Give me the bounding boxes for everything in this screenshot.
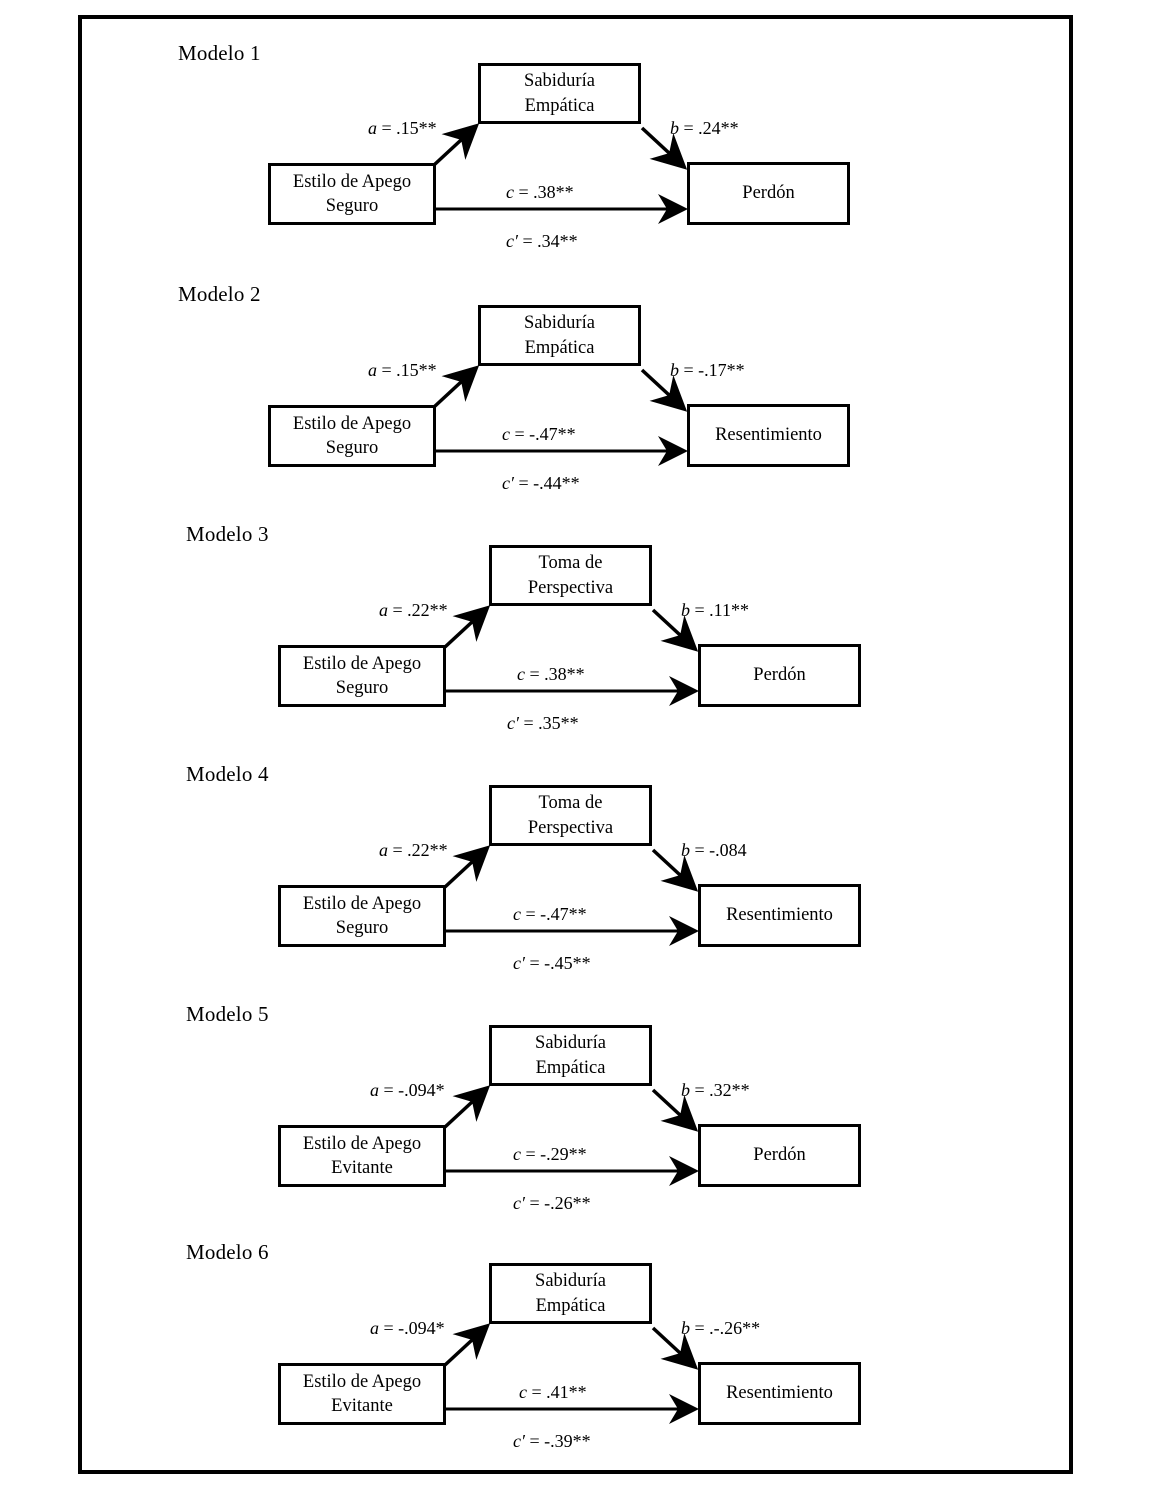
model-title: Modelo 1	[178, 41, 261, 65]
outcome-line1: Perdón	[753, 665, 806, 686]
node-predictor: Estilo de Apego Evitante	[278, 1363, 446, 1425]
model-title: Modelo 6	[186, 1240, 269, 1264]
predictor-line1: Estilo de Apego	[302, 1371, 422, 1392]
mediator-line2: Empática	[524, 337, 595, 358]
mediator-line2: Empática	[535, 1295, 606, 1316]
predictor-line2: Evitante	[331, 1158, 393, 1178]
model-block-2: Modelo 2 Estilo de Apego Seguro Sabidurí…	[82, 259, 1077, 499]
node-predictor: Estilo de Apego Seguro	[278, 885, 446, 947]
mediator-line1: Sabiduría	[524, 71, 595, 92]
predictor-line2: Seguro	[325, 196, 379, 216]
outcome-line1: Perdón	[753, 1145, 806, 1166]
predictor-line2: Evitante	[331, 1396, 393, 1416]
node-mediator: Sabiduría Empática	[478, 305, 641, 366]
node-outcome: Resentimiento	[687, 404, 850, 467]
node-predictor: Estilo de Apego Evitante	[278, 1125, 446, 1187]
path-label-b: b = .32**	[681, 1080, 750, 1100]
model-block-1: Modelo 1 Estilo de Apego Seguro	[82, 19, 1077, 259]
path-arrows	[432, 123, 688, 224]
node-outcome: Perdón	[687, 162, 850, 225]
node-outcome: Resentimiento	[698, 1362, 861, 1425]
node-mediator: Toma de Perspectiva	[489, 545, 652, 606]
model-title: Modelo 5	[186, 1002, 269, 1026]
predictor-line1: Estilo de Apego	[302, 653, 422, 674]
node-predictor: Estilo de Apego Seguro	[278, 645, 446, 707]
predictor-line1: Estilo de Apego	[292, 413, 412, 434]
predictor-line2: Seguro	[335, 918, 389, 938]
mediator-line1: Sabiduría	[535, 1271, 606, 1292]
model-block-3: Modelo 3 Estilo de Apego Seguro Toma de …	[82, 497, 1077, 737]
path-label-cprime: c′ = .34**	[506, 231, 578, 251]
mediator-line1: Toma de	[538, 793, 603, 814]
predictor-line1: Estilo de Apego	[302, 893, 422, 914]
path-label-cprime: c′ = -.39**	[513, 1431, 591, 1451]
node-outcome: Perdón	[698, 1124, 861, 1187]
path-label-a: a = -.094*	[370, 1318, 445, 1338]
path-label-cprime: c′ = -.44**	[502, 473, 580, 493]
model-title: Modelo 3	[186, 522, 269, 546]
predictor-line2: Seguro	[325, 438, 379, 458]
mediator-line1: Sabiduría	[535, 1033, 606, 1054]
figure-frame: Modelo 1 Estilo de Apego Seguro	[78, 15, 1073, 1474]
model-title: Modelo 2	[178, 282, 261, 306]
predictor-line1: Estilo de Apego	[292, 171, 412, 192]
node-mediator: Toma de Perspectiva	[489, 785, 652, 846]
path-label-c: c = .41**	[519, 1382, 587, 1402]
path-label-a: a = .15**	[368, 118, 437, 138]
path-label-c: c = .38**	[506, 182, 574, 202]
node-outcome: Resentimiento	[698, 884, 861, 947]
outcome-line1: Resentimiento	[715, 425, 822, 446]
mediator-line2: Perspectiva	[527, 817, 614, 838]
node-predictor: Estilo de Apego Seguro	[268, 163, 436, 225]
path-label-b: b = -.17**	[670, 360, 745, 380]
model-block-5: Modelo 5 Estilo de Apego Evitante Sabidu…	[82, 977, 1077, 1217]
mediator-line1: Sabiduría	[524, 313, 595, 334]
path-arrows	[432, 365, 688, 466]
node-mediator: Sabiduría Empática	[489, 1025, 652, 1086]
mediator-line1: Toma de	[538, 553, 603, 574]
outcome-line1: Resentimiento	[726, 1383, 833, 1404]
path-label-c: c = .38**	[517, 664, 585, 684]
path-arrows	[443, 1323, 699, 1424]
path-label-c: c = -.29**	[513, 1144, 587, 1164]
path-arrows	[443, 1085, 699, 1186]
path-label-a: a = .22**	[379, 840, 448, 860]
model-block-4: Modelo 4 Estilo de Apego Seguro Toma de …	[82, 737, 1077, 977]
path-label-b: b = .-.26**	[681, 1318, 761, 1338]
node-outcome: Perdón	[698, 644, 861, 707]
predictor-line1: Estilo de Apego	[302, 1133, 422, 1154]
node-predictor: Estilo de Apego Seguro	[268, 405, 436, 467]
mediator-line2: Perspectiva	[527, 577, 614, 598]
mediator-line2: Empática	[524, 95, 595, 116]
path-label-b: b = .11**	[681, 600, 749, 620]
path-label-a: a = .15**	[368, 360, 437, 380]
mediator-line2: Empática	[535, 1057, 606, 1078]
path-label-cprime: c′ = -.26**	[513, 1193, 591, 1213]
path-label-a: a = -.094*	[370, 1080, 445, 1100]
model-title: Modelo 4	[186, 762, 269, 786]
path-arrows	[443, 605, 699, 706]
path-label-cprime: c′ = -.45**	[513, 953, 591, 973]
path-label-a: a = .22**	[379, 600, 448, 620]
node-mediator: Sabiduría Empática	[489, 1263, 652, 1324]
outcome-line1: Perdón	[742, 183, 795, 204]
path-label-c: c = -.47**	[502, 424, 576, 444]
model-block-6: Modelo 6 Estilo de Apego Evitante Sabidu…	[82, 1215, 1077, 1455]
node-mediator: Sabiduría Empática	[478, 63, 641, 124]
path-arrows	[443, 845, 699, 946]
outcome-line1: Resentimiento	[726, 905, 833, 926]
path-label-cprime: c′ = .35**	[507, 713, 579, 733]
predictor-line2: Seguro	[335, 678, 389, 698]
path-label-b: b = .24**	[670, 118, 739, 138]
path-label-b: b = -.084	[681, 840, 747, 860]
path-label-c: c = -.47**	[513, 904, 587, 924]
